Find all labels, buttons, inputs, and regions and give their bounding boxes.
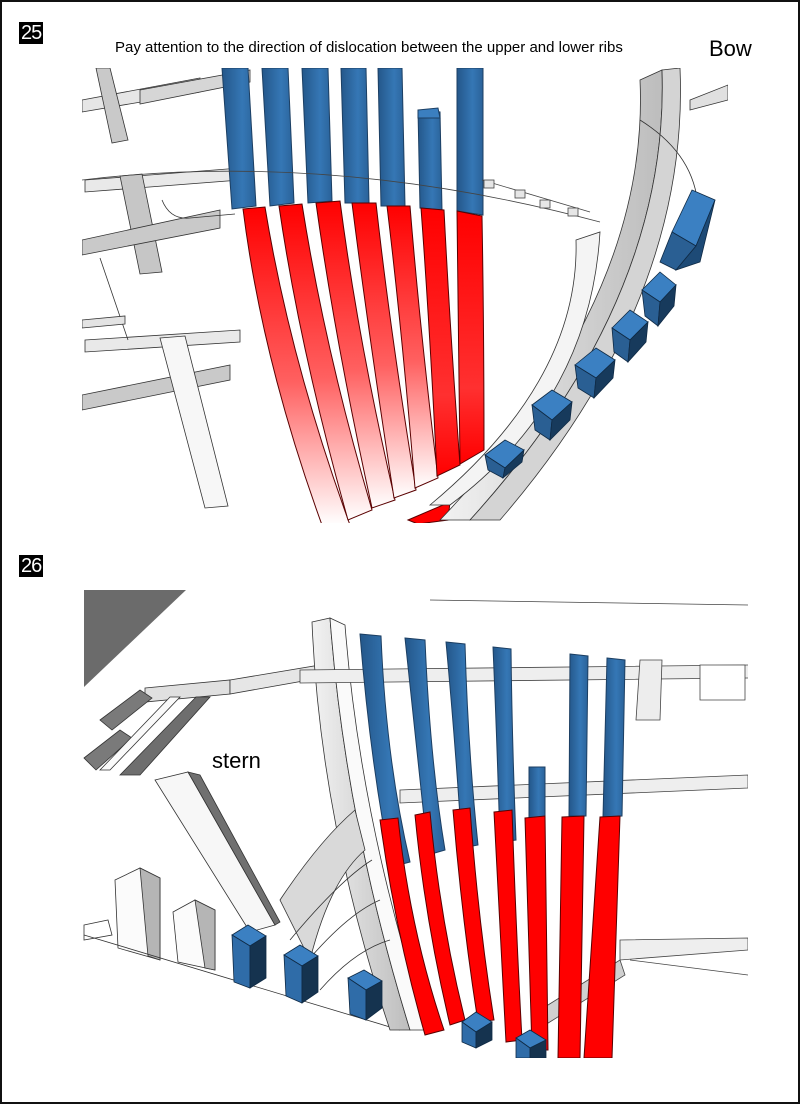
upper-rib	[301, 68, 333, 204]
upper-ribs-25	[221, 68, 484, 216]
hull-panel-dark	[84, 590, 186, 687]
lower-rib	[379, 817, 445, 1036]
lower-rib	[452, 807, 495, 1023]
blue-blocks-25	[484, 189, 716, 480]
upper-rib	[528, 766, 546, 819]
lower-rib	[493, 809, 523, 1043]
lower-rib	[420, 207, 461, 477]
lower-rib	[242, 206, 350, 523]
step-26-render	[83, 590, 748, 1058]
upper-rib	[456, 68, 484, 216]
upper-rib	[359, 633, 411, 868]
bow-label: Bow	[709, 36, 752, 61]
upper-rib	[340, 68, 370, 204]
blue-block	[515, 1029, 547, 1058]
lower-ribs-25	[242, 200, 485, 523]
lower-rib	[351, 202, 417, 499]
lower-rib	[524, 815, 549, 1051]
upper-ribs-26	[359, 633, 626, 868]
blue-block	[574, 347, 616, 400]
blue-block	[231, 924, 267, 989]
upper-rib	[445, 641, 479, 849]
upper-rib	[404, 637, 446, 856]
upper-rib	[417, 109, 443, 211]
lower-rib	[456, 210, 485, 465]
lower-rib	[278, 203, 373, 521]
upper-rib	[602, 657, 626, 818]
blue-block	[461, 1011, 493, 1049]
frame-notches-25	[483, 179, 579, 217]
stern-structures	[83, 664, 401, 1031]
lower-rib	[315, 200, 396, 509]
blue-block	[641, 271, 677, 328]
upper-rib	[261, 68, 295, 207]
lower-rib	[583, 815, 621, 1058]
blue-block	[347, 969, 383, 1021]
upper-rib	[221, 68, 257, 210]
stern-label: stern	[212, 748, 261, 773]
upper-rib	[568, 653, 589, 817]
blue-block	[283, 944, 319, 1004]
step-25-render	[82, 68, 728, 523]
blue-blocks-26	[231, 924, 547, 1058]
stern-post	[279, 617, 429, 1031]
frame-parts-left	[82, 68, 251, 509]
blue-block	[484, 439, 525, 480]
blue-block	[531, 389, 573, 442]
upper-rib	[492, 646, 517, 843]
instruction-note: Pay attention to the direction of disloc…	[115, 39, 623, 56]
step-number-badge: 26	[19, 555, 44, 577]
blue-block	[611, 309, 649, 364]
step-number-badge: 25	[19, 22, 44, 44]
lower-rib	[386, 205, 439, 489]
upper-rib	[377, 68, 406, 207]
upper-rib-cap	[417, 107, 441, 119]
lower-rib	[557, 815, 585, 1058]
blue-block	[659, 189, 716, 271]
